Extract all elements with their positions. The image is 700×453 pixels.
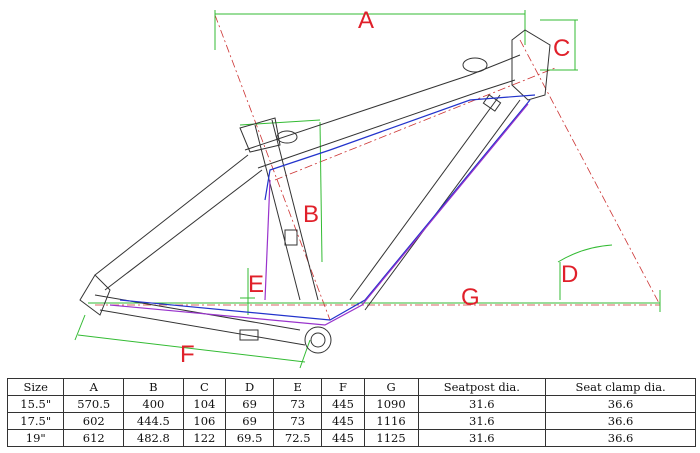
table-cell: 1090: [363, 395, 419, 413]
table-cell: 69: [225, 395, 275, 413]
table-cell: 106: [182, 412, 227, 430]
table-cell: 31.6: [417, 395, 547, 413]
bike-frame-geometry-diagram: A B C D E F G: [74, 7, 661, 369]
table-cell: 570.5: [63, 395, 125, 413]
table-cell: 444.5: [123, 412, 184, 430]
table-cell: 73: [273, 395, 323, 413]
cable-routing: [109, 94, 536, 326]
table-cell: 36.6: [545, 429, 696, 447]
dimension-lines: [74, 10, 661, 369]
table-cell: 69: [225, 412, 275, 430]
label-a: A: [358, 7, 374, 34]
table-cell: 445: [321, 395, 365, 413]
header-size: Size: [6, 378, 65, 396]
table-cell: 72.5: [273, 429, 323, 447]
table-cell: 482.8: [123, 429, 184, 447]
label-e: E: [248, 271, 264, 298]
table-cell: 36.6: [545, 412, 696, 430]
table-row: 15.5" 570.5 400 104 69 73 445 1090 31.6 …: [6, 395, 696, 413]
geometry-spec-table: Size A B C D E F G Seatpost dia. Seat cl…: [6, 378, 696, 447]
table-cell: 15.5": [6, 395, 65, 413]
table-cell: 36.6: [545, 395, 696, 413]
table-cell: 73: [273, 412, 323, 430]
table-cell: 19": [6, 429, 65, 447]
table-cell: 612: [63, 429, 125, 447]
table-row: 17.5" 602 444.5 106 69 73 445 1116 31.6 …: [6, 412, 696, 430]
header-f: F: [321, 378, 365, 396]
table-cell: 445: [321, 429, 365, 447]
table-cell: 1116: [363, 412, 419, 430]
label-d: D: [561, 261, 578, 288]
header-c: C: [182, 378, 227, 396]
label-b: B: [303, 201, 319, 228]
header-b: B: [123, 378, 184, 396]
label-f: F: [180, 341, 195, 368]
table-cell: 122: [182, 429, 227, 447]
header-d: D: [225, 378, 275, 396]
frame-outline: [79, 29, 551, 354]
table-cell: 445: [321, 412, 365, 430]
table-cell: 31.6: [417, 412, 547, 430]
header-e: E: [273, 378, 323, 396]
table-cell: 17.5": [6, 412, 65, 430]
table-cell: 69.5: [225, 429, 275, 447]
table-header-row: Size A B C D E F G Seatpost dia. Seat cl…: [6, 378, 696, 396]
table-cell: 602: [63, 412, 125, 430]
label-g: G: [461, 284, 480, 311]
header-a: A: [63, 378, 125, 396]
label-c: C: [553, 35, 570, 62]
table-cell: 104: [182, 395, 227, 413]
table-cell: 31.6: [417, 429, 547, 447]
header-g: G: [363, 378, 419, 396]
table-row: 19" 612 482.8 122 69.5 72.5 445 1125 31.…: [6, 429, 696, 447]
header-seatpost-dia: Seatpost dia.: [417, 378, 547, 396]
centerlines: [95, 14, 661, 321]
table-cell: 1125: [363, 429, 419, 447]
table-cell: 400: [123, 395, 184, 413]
header-seat-clamp-dia: Seat clamp dia.: [545, 378, 696, 396]
